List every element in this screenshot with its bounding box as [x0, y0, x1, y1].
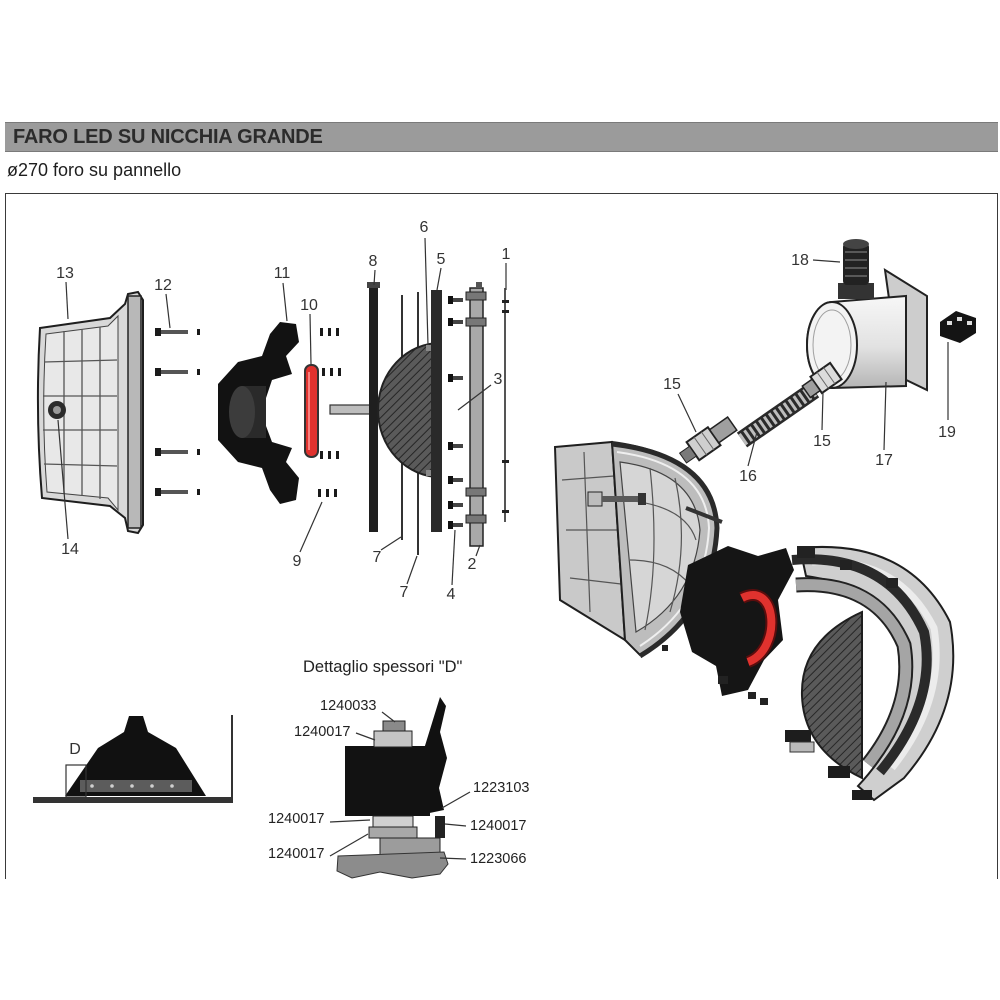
detail-leaders: [329, 711, 471, 860]
washers-part-9: [318, 328, 341, 497]
screw: [155, 368, 200, 376]
label-part-15-right: 15: [813, 433, 831, 450]
detail-clip: [435, 816, 445, 838]
page-subtitle: ø270 foro su pannello: [7, 160, 182, 180]
assembly-rings: [791, 546, 955, 802]
label-part-8: 8: [369, 253, 378, 270]
screw: [155, 448, 200, 456]
gasket-ring: [304, 364, 319, 458]
detail-code-body: 1223103: [473, 780, 529, 796]
housing-niche-part-13: [36, 290, 144, 535]
screws-part-4: [448, 296, 463, 529]
label-part-10: 10: [300, 297, 318, 314]
label-part-7-lower: 7: [400, 584, 409, 601]
bracket-part-11: [218, 322, 299, 504]
frame-ring-part-2: [465, 282, 487, 547]
label-part-14: 14: [61, 541, 79, 558]
trim-part-1: [502, 288, 509, 522]
led-gasket-part-10: [304, 364, 319, 458]
screw: [155, 488, 200, 496]
label-part-16: 16: [739, 468, 757, 485]
corrugated-tube-part-16: [736, 382, 820, 448]
assembly-lens-dome: [800, 610, 863, 780]
detail-washer-mid: [372, 815, 414, 828]
bracket-hub-face: [229, 386, 255, 438]
label-part-19: 19: [938, 424, 956, 441]
cable-gland-part-18: [838, 239, 874, 299]
shell-stud: [587, 491, 723, 524]
label-part-12: 12: [154, 277, 172, 294]
detail-washer-top: [373, 730, 413, 748]
label-part-6: 6: [420, 219, 429, 236]
niche-shell-lip: [611, 441, 720, 659]
detail-code-spacer: 1223066: [470, 851, 526, 867]
assembly-clips: [785, 730, 872, 800]
detail-nut: [382, 720, 406, 732]
cable-gland-part-14: [48, 401, 66, 419]
diagram-frame: [5, 193, 998, 879]
detail-code-washer-top: 1240017: [294, 724, 350, 740]
label-part-17: 17: [875, 452, 893, 469]
page-title: FARO LED SU NICCHIA GRANDE: [13, 126, 323, 148]
header-bar: FARO LED SU NICCHIA GRANDE: [5, 122, 998, 152]
label-part-9: 9: [293, 553, 302, 570]
label-part-1: 1: [502, 246, 511, 263]
part-leaders: [57, 237, 949, 586]
screws-part-12: [155, 328, 200, 496]
detail-d: Dettaglio spessori "D" 1240033 1240017 1…: [268, 658, 529, 879]
part-labels: 1 2 3 4 5 6 7 7 8 9 10 11 12 13 14 15 15…: [56, 219, 956, 603]
fitting-part-15-right: [801, 361, 843, 399]
label-part-15-left: 15: [663, 376, 681, 393]
assembly-bracket: [662, 546, 794, 705]
label-part-13: 13: [56, 265, 74, 282]
detail-code-washer-lower: 1240017: [268, 846, 324, 862]
detail-washer-lower: [368, 826, 418, 839]
label-part-11: 11: [274, 265, 291, 282]
label-part-3: 3: [494, 371, 503, 388]
section-detail-label: D: [69, 741, 81, 758]
glass-part-8: [367, 282, 380, 532]
section-view: D: [33, 715, 233, 803]
label-part-7-upper: 7: [373, 549, 382, 566]
detail-title: Dettaglio spessori "D": [303, 658, 463, 676]
junction-box-cover: [806, 301, 858, 389]
section-panel: [33, 797, 233, 803]
section-lamp-body: [65, 716, 206, 796]
label-part-4: 4: [447, 586, 456, 603]
detail-code-washer-mid: 1240017: [268, 811, 324, 827]
label-part-5: 5: [437, 251, 446, 268]
led-cable: [740, 591, 776, 666]
label-part-18: 18: [791, 252, 809, 269]
section-detail-marker: [65, 764, 87, 798]
detail-code-clip: 1240017: [470, 818, 526, 834]
detail-bracket-block: [345, 746, 430, 816]
fitting-part-15-left: [678, 416, 738, 464]
detail-code-nut: 1240033: [320, 698, 376, 714]
niche-flange: [127, 295, 142, 529]
terminal-block-part-19: [940, 311, 976, 343]
screw: [155, 328, 200, 336]
detail-panel: [336, 851, 449, 879]
lens-dome-part-6: [377, 341, 441, 479]
ring-part-5: [426, 290, 442, 532]
label-part-2: 2: [468, 556, 477, 573]
